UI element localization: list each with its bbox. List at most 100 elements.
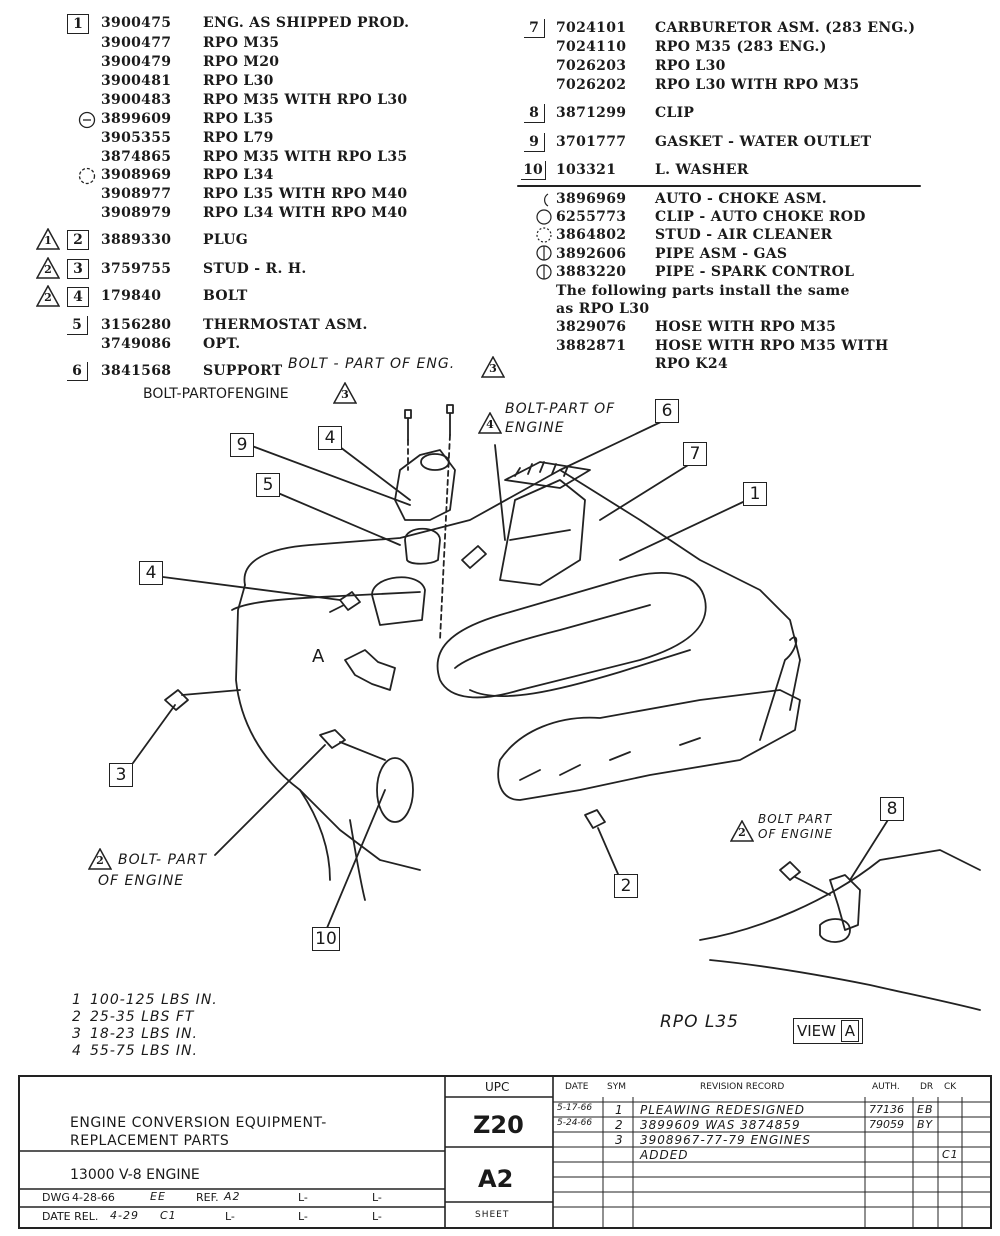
part-description: RPO M35 WITH RPO L30 xyxy=(203,92,408,108)
date-rel-value: 4-29 xyxy=(110,1209,139,1222)
header-dr: DR xyxy=(920,1082,934,1092)
torque-triangle-icon: 2 xyxy=(87,847,113,870)
revision-sym: 1 xyxy=(615,1103,624,1117)
subtitle: 13000 V-8 ENGINE xyxy=(70,1167,200,1183)
torque-triangle-icon: 3 xyxy=(332,381,358,404)
ref-number-box: 4 xyxy=(67,287,89,307)
torque-note: 4 55-75 LBS IN. xyxy=(72,1043,198,1059)
title-line-2: REPLACEMENT PARTS xyxy=(70,1133,230,1149)
part-number: 3896969 xyxy=(556,191,627,207)
revision-record: 3899609 WAS 3874859 xyxy=(640,1118,801,1132)
torque-symbol: 2 xyxy=(44,263,52,276)
revision-auth: 77136 xyxy=(869,1103,904,1116)
part-number: 3749086 xyxy=(101,336,172,352)
torque-note-symbol: 2 xyxy=(72,1009,82,1025)
part-number: 3701777 xyxy=(556,134,627,150)
ref-label: REF. xyxy=(196,1191,219,1204)
part-description: L. WASHER xyxy=(655,162,749,178)
install-note: as RPO L30 xyxy=(556,301,650,317)
part-number: 3892606 xyxy=(556,246,627,262)
part-description: HOSE WITH RPO M35 WITH xyxy=(655,338,889,354)
part-number: 179840 xyxy=(101,288,162,304)
header-revision-record: REVISION RECORD xyxy=(700,1082,785,1092)
ref-number-bracket: 6 xyxy=(67,362,88,381)
part-number: 7026202 xyxy=(556,77,627,93)
torque-note-text: 55-75 LBS IN. xyxy=(90,1043,198,1059)
torque-triangle-icon: 3 xyxy=(480,355,506,378)
revision-circle-icon xyxy=(78,111,96,129)
revision-ck: C1 xyxy=(942,1148,959,1161)
torque-symbol: 4 xyxy=(486,418,494,431)
part-description: PIPE ASM - GAS xyxy=(655,246,788,262)
part-number: 3841568 xyxy=(101,363,172,379)
ref-number-bracket: 9 xyxy=(524,133,545,152)
part-number: 3829076 xyxy=(556,319,627,335)
part-number: 6255773 xyxy=(556,209,627,225)
callout-1: 1 xyxy=(743,482,767,506)
part-number: 3899609 xyxy=(101,111,172,127)
part-description: ENG. AS SHIPPED PROD. xyxy=(203,15,410,31)
view-word: VIEW xyxy=(797,1022,836,1040)
part-description: RPO L35 WITH RPO M40 xyxy=(203,186,408,202)
dwg-initials: EE xyxy=(150,1190,166,1203)
callout-5: 5 xyxy=(256,473,280,497)
torque-triangle-icon: 1 xyxy=(35,227,61,250)
part-description: RPO M35 WITH RPO L35 xyxy=(203,149,408,165)
revision-circle-icon xyxy=(78,167,96,185)
revision-sym: 3 xyxy=(615,1133,624,1147)
l-mark: L- xyxy=(372,1210,382,1223)
part-number: 3905355 xyxy=(101,130,172,146)
ref-number-box: 1 xyxy=(67,14,89,34)
part-number: 3900483 xyxy=(101,92,172,108)
torque-note-text: 18-23 LBS IN. xyxy=(90,1026,198,1042)
part-description: STUD - AIR CLEANER xyxy=(655,227,833,243)
part-description: RPO L79 xyxy=(203,130,274,146)
l-mark: L- xyxy=(298,1191,308,1204)
part-description: OPT. xyxy=(203,336,241,352)
upc-code: Z20 xyxy=(473,1111,524,1139)
l-mark: L- xyxy=(298,1210,308,1223)
revision-dr: BY xyxy=(917,1118,934,1131)
part-description: SUPPORT xyxy=(203,363,283,379)
callout-10: 10 xyxy=(312,927,340,951)
rpo-l35-label: RPO L35 xyxy=(660,1012,739,1032)
ref-number-bracket: 5 xyxy=(67,316,88,335)
revision-sym: 2 xyxy=(615,1118,624,1132)
l-mark: L- xyxy=(372,1191,382,1204)
ref-number-bracket: 7 xyxy=(524,19,545,38)
install-note: The following parts install the same xyxy=(556,283,850,299)
header-ck: CK xyxy=(944,1082,957,1092)
part-description: CARBURETOR ASM. (283 ENG.) xyxy=(655,20,916,36)
part-description: CLIP - AUTO CHOKE ROD xyxy=(655,209,866,225)
callout-3: 3 xyxy=(109,763,133,787)
torque-symbol: 2 xyxy=(738,826,746,839)
part-number: 3864802 xyxy=(556,227,627,243)
callout-7: 7 xyxy=(683,442,707,466)
part-description: PIPE - SPARK CONTROL xyxy=(655,264,855,280)
part-number: 3900479 xyxy=(101,54,172,70)
dwg-date: 4-28-66 xyxy=(72,1191,115,1204)
revision-auth: 79059 xyxy=(869,1118,904,1131)
torque-triangle-icon: 2 xyxy=(35,256,61,279)
callout-8: 8 xyxy=(880,797,904,821)
part-description: RPO L34 WITH RPO M40 xyxy=(203,205,408,221)
view-arrow-letter: A xyxy=(312,646,326,667)
dwg-label: DWG xyxy=(42,1191,70,1204)
torque-symbol: 2 xyxy=(96,854,104,867)
revision-circle-icon xyxy=(536,193,552,280)
torque-triangle-icon: 2 xyxy=(729,819,755,842)
bolt-part-of-engine-label: BOLT-PART OF xyxy=(505,401,616,417)
torque-triangle-icon: 4 xyxy=(477,411,503,434)
callout-4: 4 xyxy=(139,561,163,585)
title-block-grid xyxy=(20,1077,990,1227)
torque-symbol: 3 xyxy=(489,362,497,375)
torque-note-symbol: 4 xyxy=(72,1043,82,1059)
part-number: 3156280 xyxy=(101,317,172,333)
part-description: GASKET - WATER OUTLET xyxy=(655,134,872,150)
torque-symbol: 2 xyxy=(44,291,52,304)
bolt-part-of-engine-label: ENGINE xyxy=(505,420,565,436)
part-description: STUD - R. H. xyxy=(203,261,307,277)
